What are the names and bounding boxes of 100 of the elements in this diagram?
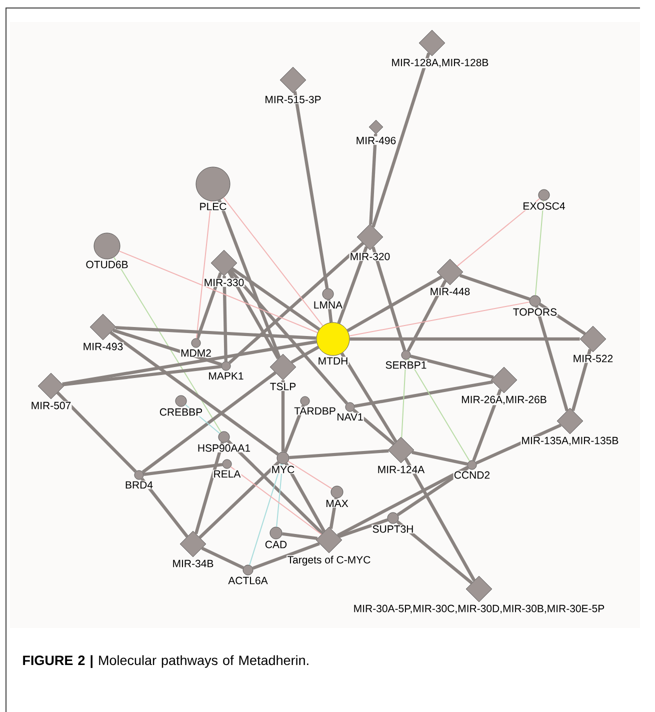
network-edge (476, 424, 562, 465)
network-edge (534, 200, 544, 296)
node-label: LMNA (312, 300, 344, 310)
network-edge (456, 198, 540, 267)
node-label: MIR-496 (355, 136, 397, 145)
network-edge (228, 242, 364, 364)
node-label: MIR-124A (376, 465, 426, 474)
network-edge (372, 246, 406, 351)
network-edge (535, 306, 569, 412)
diamond-node (436, 258, 464, 286)
network-edge (62, 364, 222, 386)
network-edge (289, 449, 389, 460)
network-edge (284, 404, 305, 453)
node-label: SERBP1 (384, 360, 428, 370)
node-label: MIR-34B (172, 559, 214, 568)
diamond-node (490, 366, 518, 394)
node-label: Targets of C-MYC (286, 555, 372, 566)
circle-node (218, 431, 230, 443)
network-edge (230, 466, 322, 535)
network-edge (290, 346, 320, 364)
network-edge (110, 331, 279, 456)
network-edge (329, 498, 338, 529)
network-edge (410, 354, 494, 379)
network-edge (276, 464, 283, 528)
network-edge (288, 460, 332, 490)
network-edge (140, 478, 188, 538)
network-edge (293, 91, 329, 289)
node-label: MIR-135A,MIR-135B (520, 436, 620, 446)
node-label: TARDBP (294, 406, 336, 416)
diamond-node (556, 408, 584, 434)
network-edge (472, 389, 502, 462)
network-edge (348, 302, 530, 336)
network-edge (223, 197, 324, 326)
node-label: CAD (264, 540, 288, 549)
network-edge (62, 340, 317, 386)
node-label: MIR-448 (429, 287, 471, 296)
circle-node (529, 295, 541, 307)
network-edge (142, 371, 276, 474)
diamond-node (356, 224, 384, 250)
circle-node (94, 232, 120, 260)
network-edge (198, 461, 280, 539)
network-edge (115, 326, 316, 340)
circle-node (330, 486, 344, 498)
node-label: CREBBP (158, 408, 204, 416)
network-edge (218, 200, 281, 358)
circle-node (538, 189, 550, 201)
diamond-node (280, 66, 306, 94)
node-label: MIR-320 (349, 252, 391, 261)
diamond-node (38, 372, 64, 400)
network-edge (401, 359, 406, 438)
node-label: MIR-128A,MIR-128B (390, 58, 490, 68)
node-label: TOPORS (512, 308, 558, 316)
diamond-node (180, 530, 206, 558)
network-edge (222, 276, 228, 362)
node-label: TSLP (269, 382, 297, 391)
circle-node (196, 166, 230, 202)
circle-node (300, 396, 310, 406)
node-label: OTUD6B (85, 260, 129, 269)
network-edge (337, 246, 368, 324)
node-label: PLEC (198, 202, 228, 211)
network-edge (194, 442, 224, 534)
diamond-node (316, 526, 342, 554)
circle-node (175, 395, 187, 407)
network-edge (396, 466, 469, 516)
node-label: CCND2 (453, 470, 491, 480)
node-label: MIR-330 (203, 278, 245, 287)
circle-node (191, 338, 201, 348)
network-edge (571, 348, 592, 412)
network-edge (352, 408, 395, 446)
network-edge (196, 200, 212, 339)
network-edge (338, 518, 388, 538)
network-edge (459, 274, 530, 301)
network-edge (112, 328, 222, 366)
node-label: NAV1 (336, 412, 364, 422)
circle-node (401, 350, 411, 360)
diamond-node (270, 354, 296, 380)
network-edge (284, 462, 326, 532)
circle-node (387, 512, 399, 524)
network-edge (226, 440, 324, 535)
network-edge (228, 269, 348, 405)
node-label: MIR-493 (82, 342, 124, 351)
node-label: ACTL6A (228, 576, 268, 585)
circle-node (270, 526, 282, 540)
node-label: MDM2 (180, 348, 212, 358)
network-edge (281, 380, 285, 452)
network-edge (408, 358, 470, 462)
node-label: MAPK1 (208, 372, 244, 380)
network-edge (249, 463, 282, 566)
circle-node (322, 288, 334, 300)
network-edge (118, 250, 318, 334)
network-edge (346, 275, 442, 332)
node-label: MIR-26A,MIR-26B (460, 395, 548, 406)
circle-node (222, 459, 232, 469)
network-edge (340, 352, 398, 443)
diamond-node (466, 576, 492, 602)
circle-node (316, 322, 350, 356)
network-edge (404, 458, 476, 582)
network-edge (372, 52, 430, 228)
network-edge (196, 272, 222, 340)
node-label: MIR-522 (572, 354, 614, 363)
